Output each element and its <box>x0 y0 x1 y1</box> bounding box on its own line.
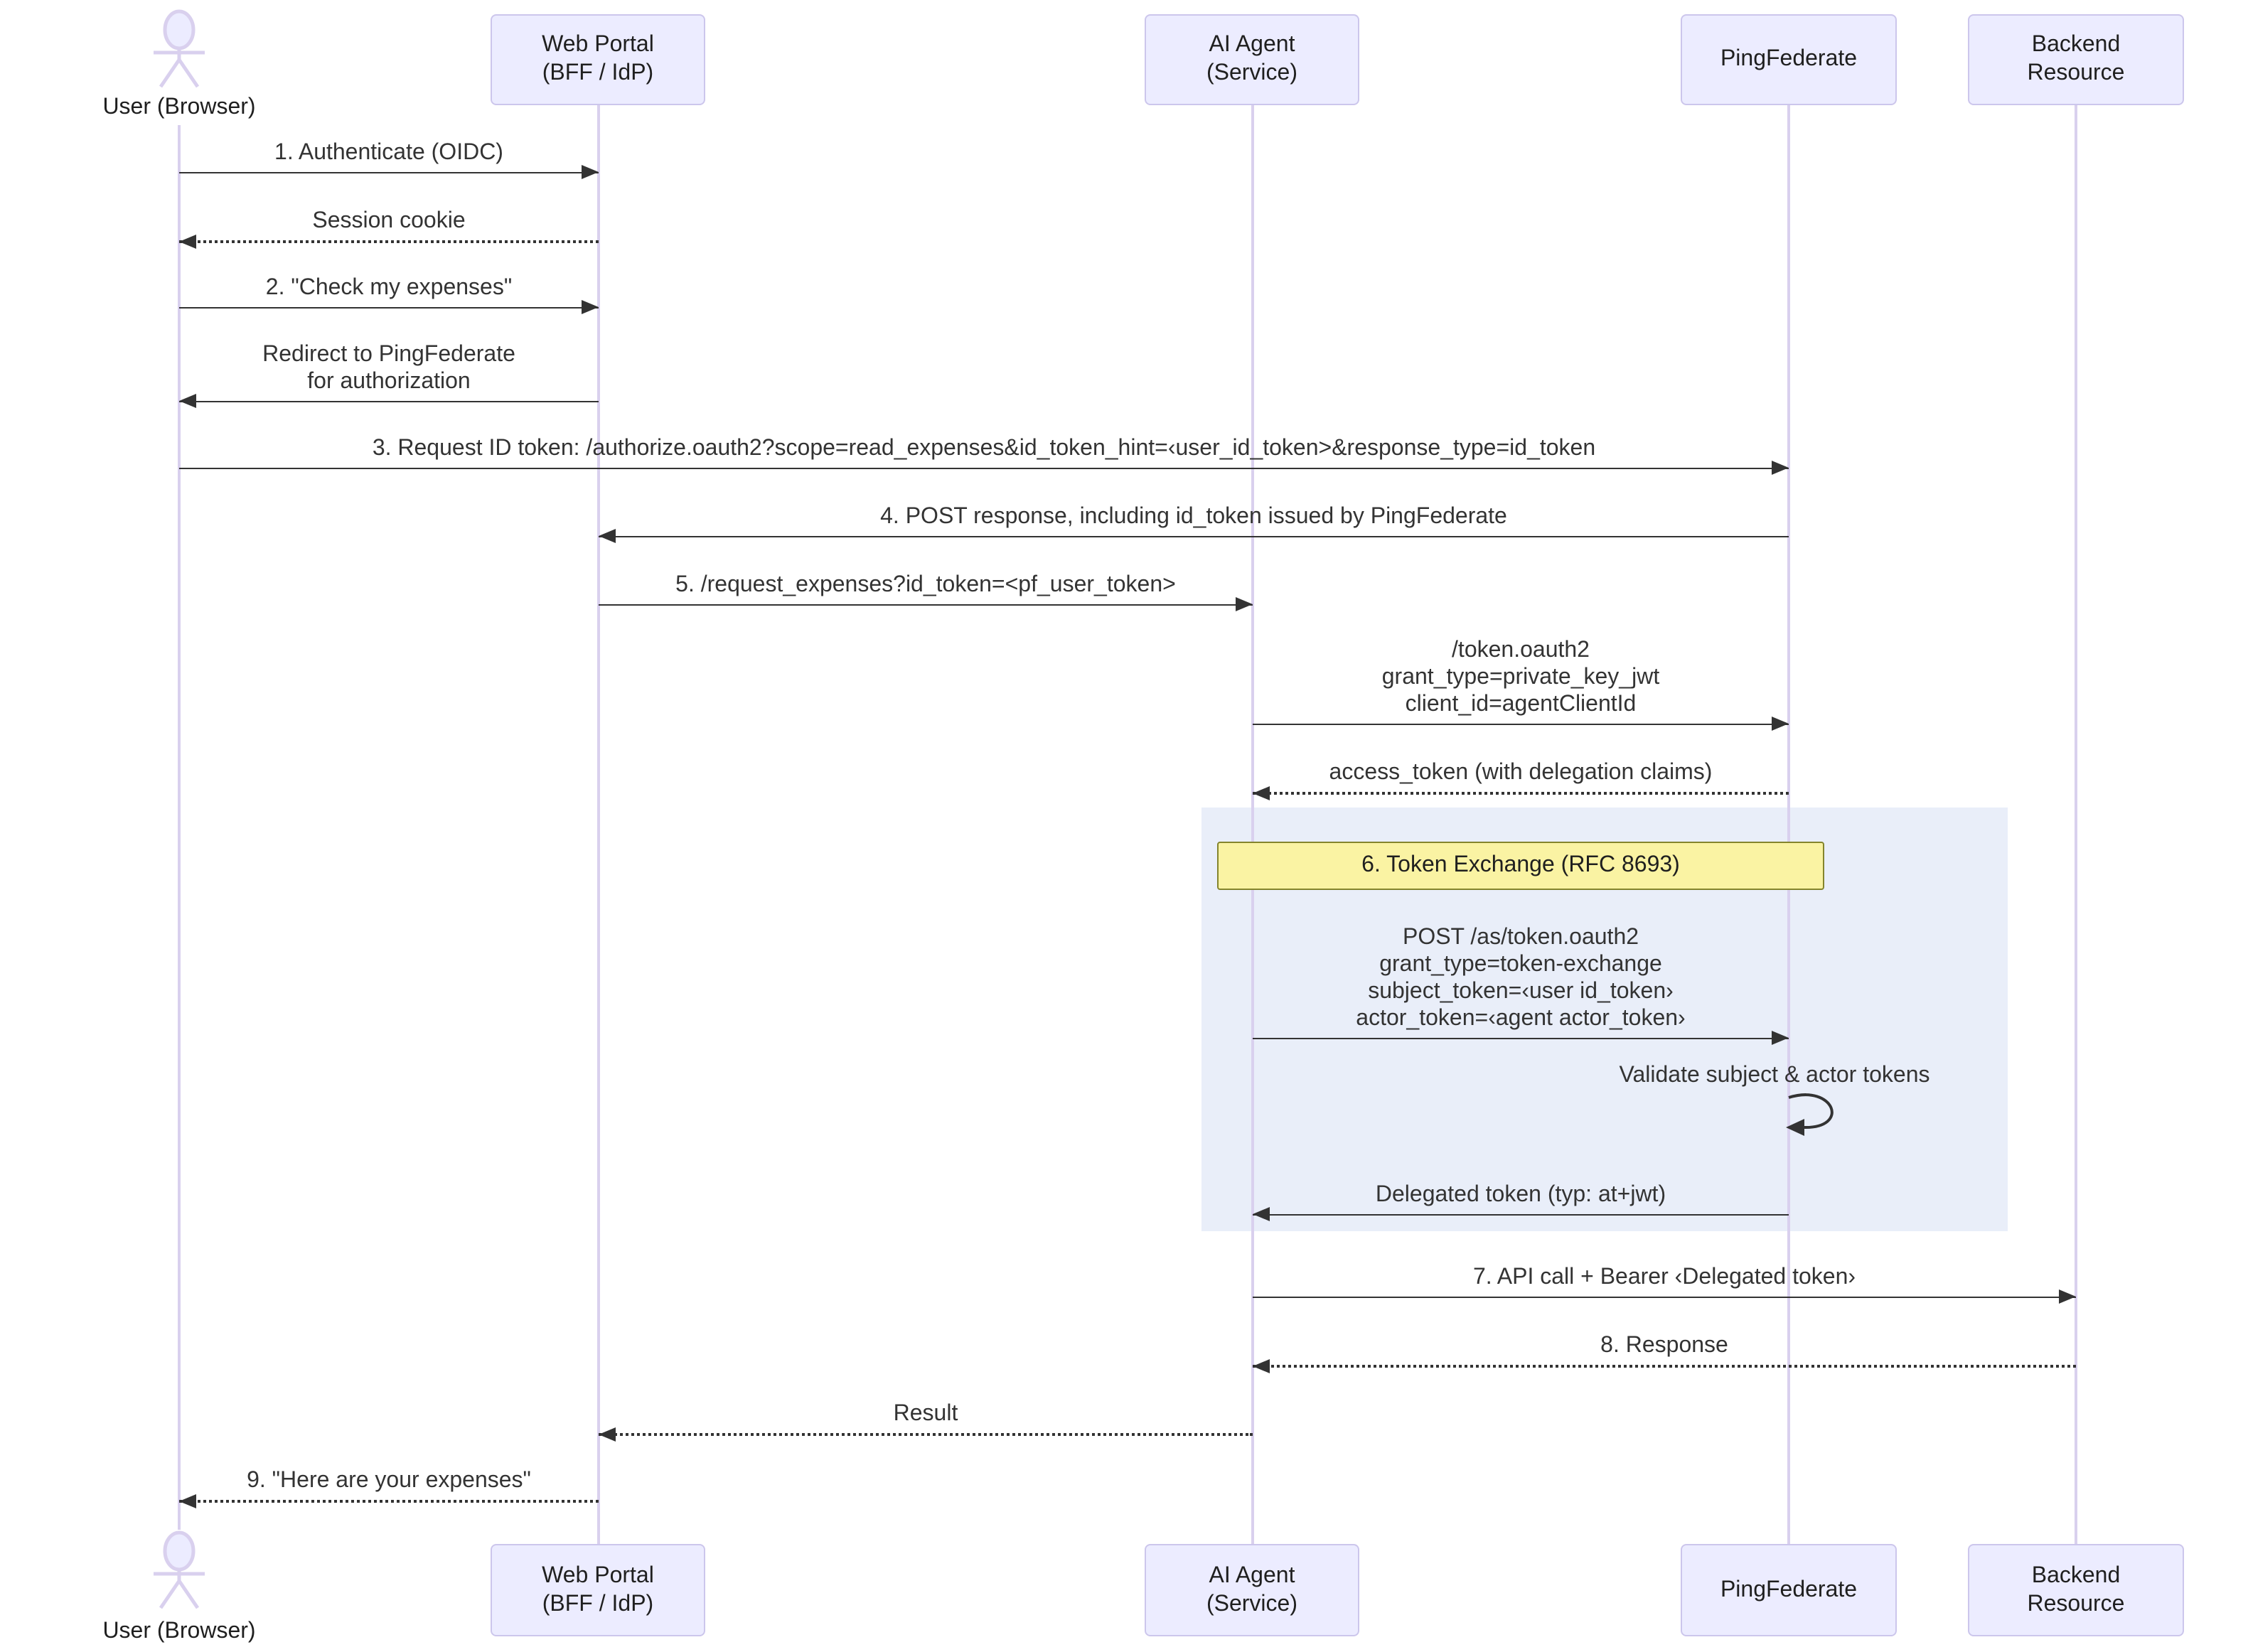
lifeline-backend <box>2075 105 2077 1544</box>
message-label: Redirect to PingFederate for authorizati… <box>262 343 515 394</box>
message-arrow <box>1253 1030 1789 1045</box>
message-label: 5. /request_expenses?id_token=<pf_user_t… <box>675 573 1176 597</box>
message-arrow <box>1253 716 1789 731</box>
message-arrow <box>179 1493 599 1508</box>
message-label: access_token (with delegation claims) <box>1329 761 1713 785</box>
actor-label-backend: Backend Resource <box>2027 33 2125 85</box>
arrowhead-icon <box>599 1427 616 1442</box>
user-actor-icon-bottom <box>154 1530 205 1609</box>
actor-box-web-portal-top: Web Portal (BFF / IdP) <box>491 14 705 105</box>
arrowhead-icon <box>1253 785 1270 800</box>
actor-box-backend-top: Backend Resource <box>1968 14 2184 105</box>
arrowhead-icon <box>1772 716 1789 731</box>
message-arrow <box>1253 1289 2076 1304</box>
message-label: /token.oauth2 grant_type=private_key_jwt… <box>1381 638 1660 717</box>
actor-label-pingfederate-bottom: PingFederate <box>1720 1577 1858 1602</box>
user-actor-icon-top <box>154 9 205 88</box>
actor-label-user-bottom: User (Browser) <box>102 1619 256 1643</box>
message-label-validate-tokens: Validate subject & actor tokens <box>1619 1063 1930 1088</box>
message-arrow <box>179 460 1789 475</box>
message-arrow <box>599 1427 1253 1442</box>
actor-label-web-portal-bottom: Web Portal (BFF / IdP) <box>542 1563 654 1616</box>
lifeline-ai-agent <box>1251 105 1254 1544</box>
actor-label-ai-agent: AI Agent (Service) <box>1206 33 1297 85</box>
message-label: 7. API call + Bearer ‹Delegated token› <box>1472 1265 1856 1289</box>
arrowhead-icon <box>179 1493 196 1508</box>
message-arrow <box>179 299 599 314</box>
message-arrow <box>599 596 1253 611</box>
message-arrow <box>179 393 599 408</box>
actor-label-backend-bottom: Backend Resource <box>2027 1563 2125 1616</box>
actor-label-web-portal: Web Portal (BFF / IdP) <box>542 33 654 85</box>
actor-label-user-top: User (Browser) <box>102 95 256 119</box>
lifeline-user <box>178 125 181 1530</box>
arrowhead-icon <box>179 234 196 249</box>
message-arrow <box>1253 1358 2076 1373</box>
message-arrow <box>1253 1206 1789 1221</box>
arrowhead-icon <box>2059 1289 2076 1304</box>
actor-box-pingfederate-bottom: PingFederate <box>1681 1544 1897 1636</box>
arrowhead-icon <box>582 299 599 314</box>
message-label: 4. POST response, including id_token iss… <box>880 505 1507 529</box>
message-label: 2. "Check my expenses" <box>265 276 513 300</box>
arrowhead-icon <box>1253 1206 1270 1221</box>
message-label: Delegated token (typ: at+jwt) <box>1375 1183 1666 1207</box>
message-label: Session cookie <box>312 209 466 233</box>
actor-box-backend-bottom: Backend Resource <box>1968 1544 2184 1636</box>
arrowhead-icon <box>1772 460 1789 475</box>
arrowhead-icon <box>179 393 196 408</box>
lifeline-web-portal <box>597 105 600 1544</box>
message-label: POST /as/token.oauth2 grant_type=token-e… <box>1356 926 1686 1031</box>
actor-label-ai-agent-bottom: AI Agent (Service) <box>1206 1563 1297 1616</box>
arrowhead-icon <box>599 528 616 543</box>
lifeline-pingfederate <box>1787 105 1790 1544</box>
message-label: Result <box>893 1402 958 1426</box>
actor-label-pingfederate: PingFederate <box>1720 47 1858 71</box>
message-arrow <box>179 234 599 249</box>
message-arrow <box>179 164 599 179</box>
arrowhead-icon <box>1253 1358 1270 1373</box>
message-label: 1. Authenticate (OIDC) <box>274 141 503 165</box>
arrowhead-icon <box>582 164 599 179</box>
message-label: 9. "Here are your expenses" <box>247 1469 531 1493</box>
arrowhead-icon <box>1236 596 1253 611</box>
token-exchange-note-label: 6. Token Exchange (RFC 8693) <box>1361 853 1680 877</box>
message-arrow <box>599 528 1789 543</box>
message-label: 8. Response <box>1600 1334 1728 1358</box>
message-arrow <box>1253 785 1789 800</box>
self-loop-arrow <box>1786 1093 1834 1136</box>
actor-box-pingfederate-top: PingFederate <box>1681 14 1897 105</box>
message-label: 3. Request ID token: /authorize.oauth2?s… <box>372 436 1596 461</box>
actor-box-ai-agent-bottom: AI Agent (Service) <box>1145 1544 1359 1636</box>
actor-box-ai-agent-top: AI Agent (Service) <box>1145 14 1359 105</box>
arrowhead-icon <box>1772 1030 1789 1045</box>
token-exchange-note: 6. Token Exchange (RFC 8693) <box>1217 842 1824 890</box>
actor-box-web-portal-bottom: Web Portal (BFF / IdP) <box>491 1544 705 1636</box>
